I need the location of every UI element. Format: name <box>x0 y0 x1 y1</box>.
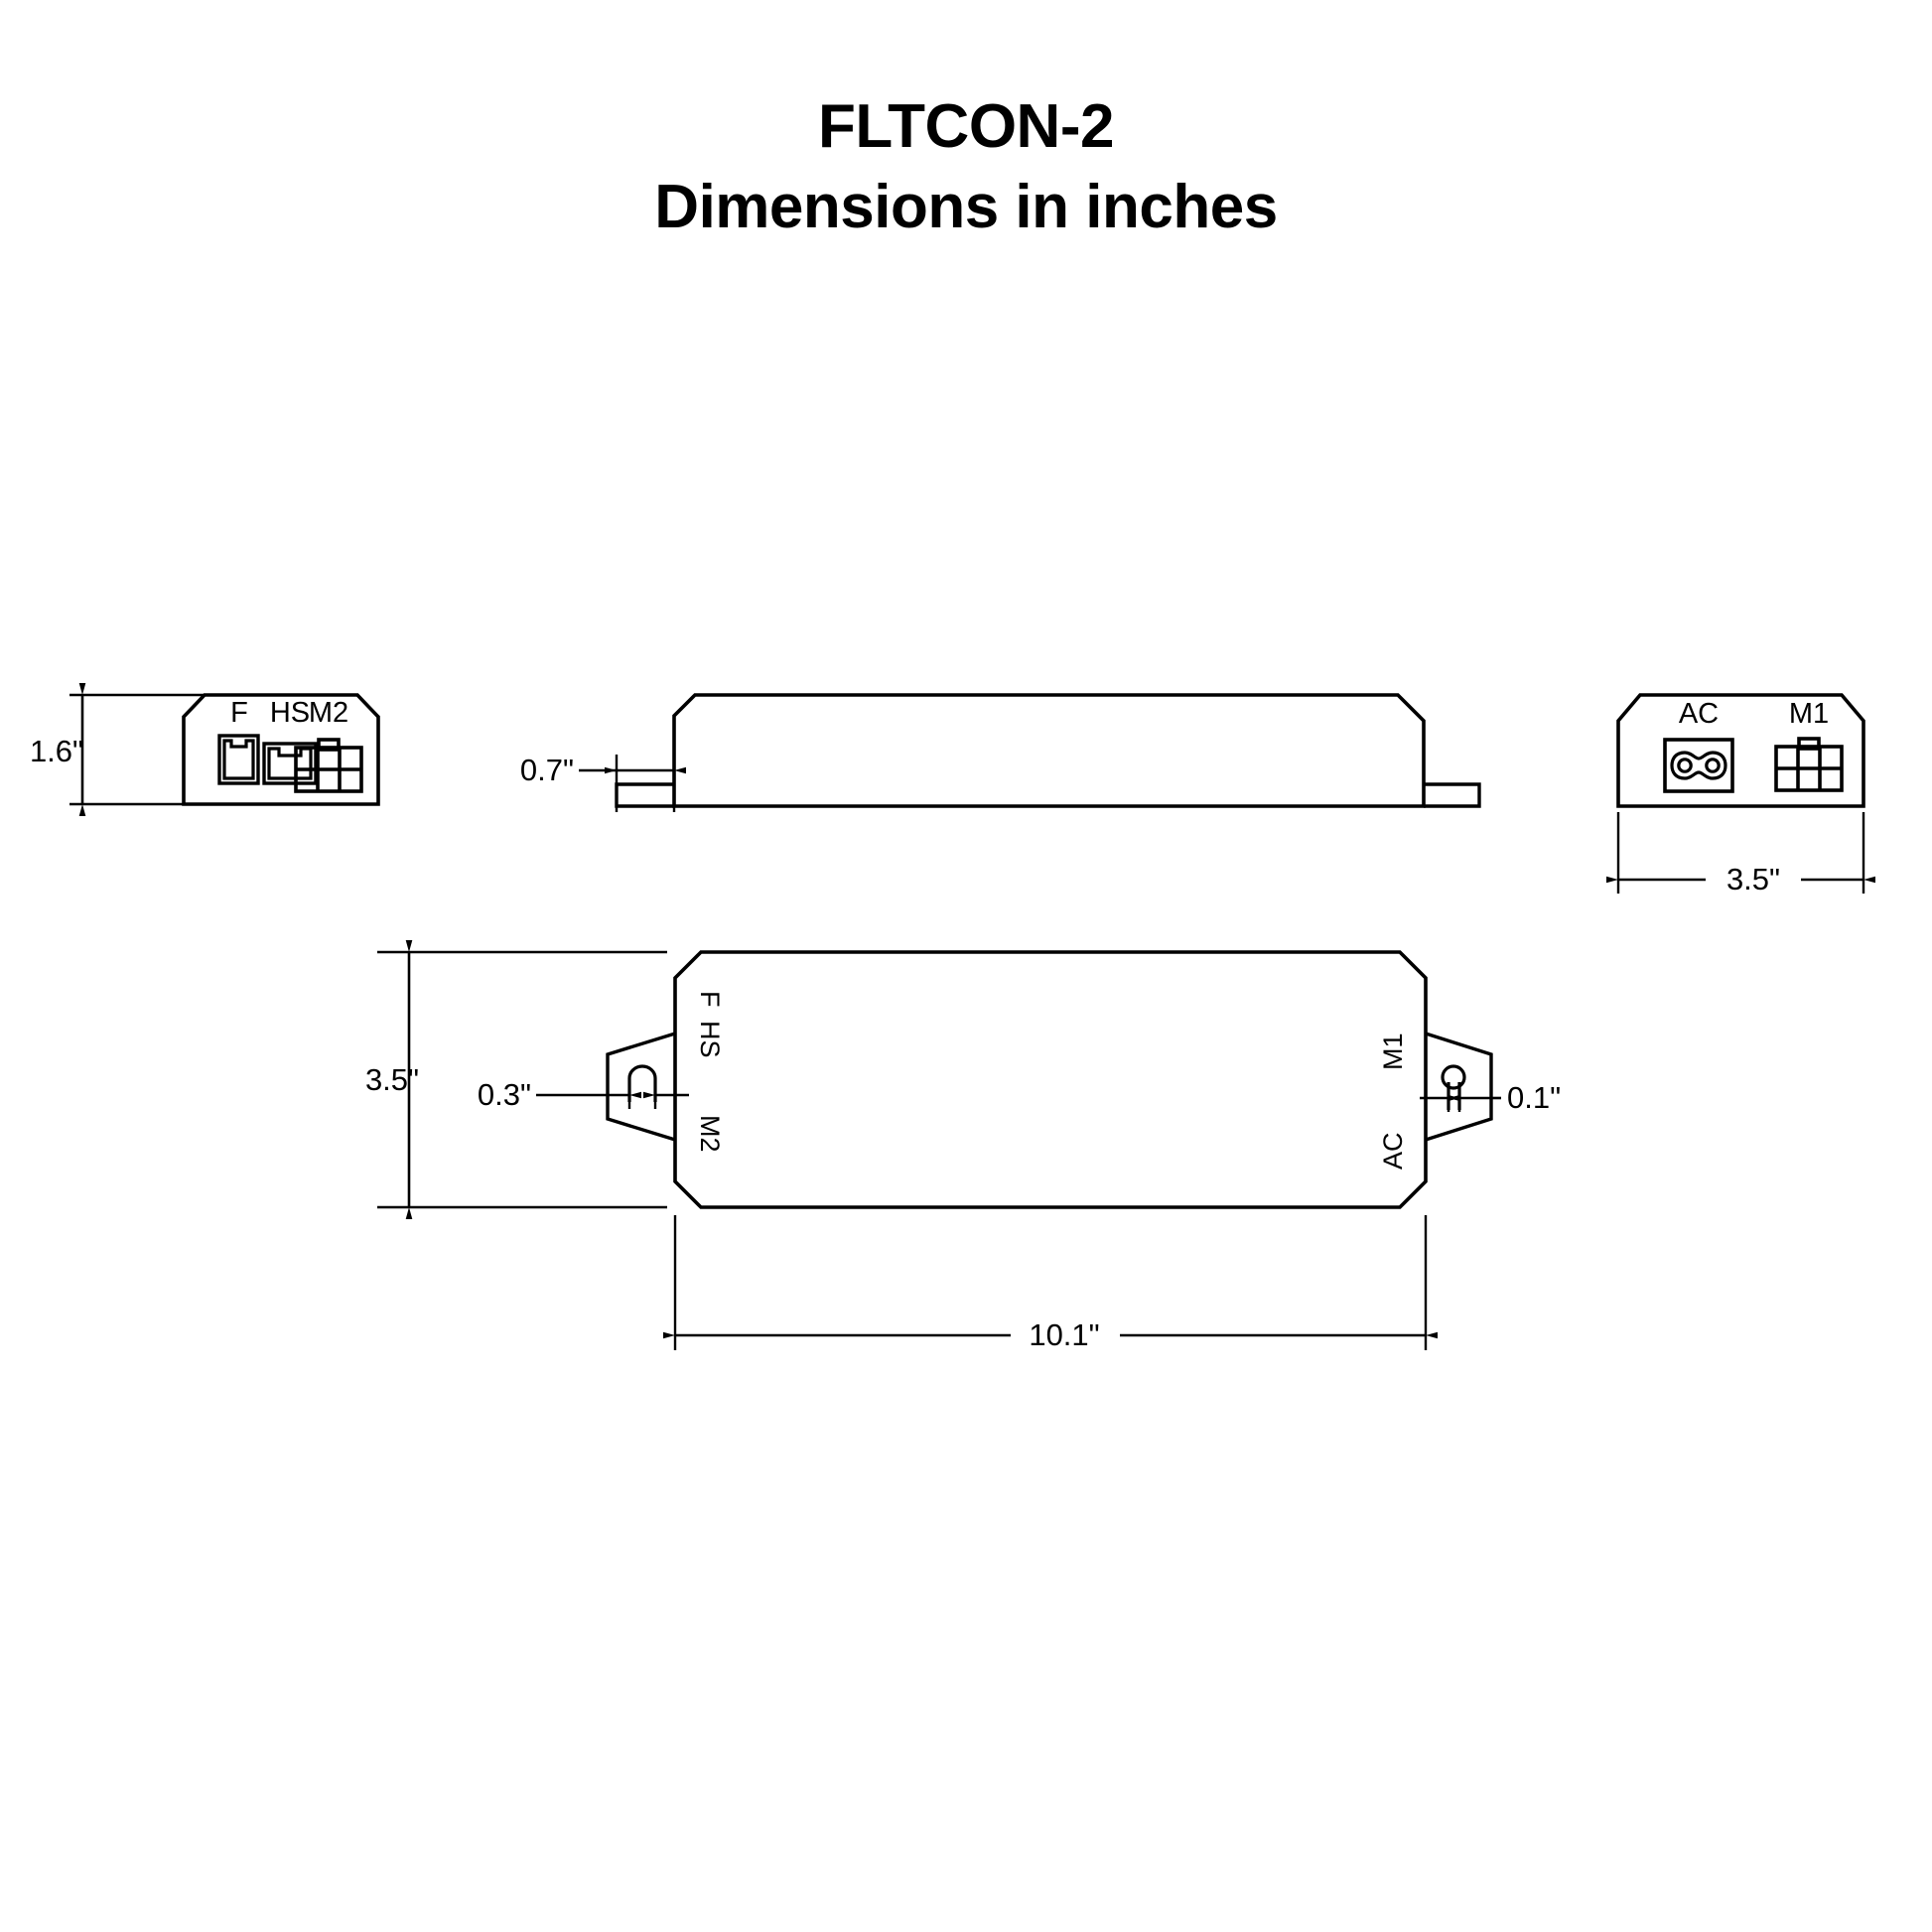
plan-label-ac: AC <box>1378 1132 1408 1170</box>
port-f-jack-icon <box>217 734 260 785</box>
side-right-flange-tab <box>1424 782 1481 808</box>
view-side-profile: 0.7" <box>520 693 1481 812</box>
side-left-flange-tab <box>615 782 674 808</box>
port-m1-connector-icon <box>1774 737 1844 792</box>
dimension-label-3-5-plan: 3.5" <box>365 1062 419 1097</box>
dimension-label-0-3: 0.3" <box>478 1077 531 1112</box>
plan-left-flange <box>606 1032 676 1142</box>
port-ac-socket-icon <box>1663 738 1734 793</box>
left-end-label-m2: M2 <box>309 697 348 729</box>
dimension-label-0-1: 0.1" <box>1507 1080 1561 1115</box>
right-end-label-ac: AC <box>1679 698 1719 730</box>
dimension-height-1-6: 1.6" <box>30 683 228 816</box>
dimension-slot-0-3: 0.3" <box>478 1077 689 1112</box>
left-end-label-hs: HS <box>270 697 310 729</box>
plan-right-keyhole <box>1441 1064 1466 1110</box>
dimension-length-10-1: 10.1" <box>663 1215 1438 1352</box>
dimension-flange-0-7: 0.7" <box>520 753 686 812</box>
dimension-label-3-5-end: 3.5" <box>1726 862 1780 897</box>
dimension-label-10-1: 10.1" <box>1029 1317 1099 1352</box>
plan-label-hs: HS <box>695 1021 725 1058</box>
plan-left-slot <box>627 1064 657 1102</box>
port-hs-jack-icon <box>262 742 318 785</box>
page-title: FLTCON-2 <box>818 92 1114 161</box>
right-end-body-outline <box>1616 693 1865 808</box>
left-end-body-outline <box>182 693 380 806</box>
plan-label-m2: M2 <box>695 1115 725 1153</box>
plan-label-m1: M1 <box>1378 1033 1408 1070</box>
dimension-width-3-5-plan: 3.5" <box>365 940 667 1219</box>
view-plan-top: 0.3" 0.1" F HS M2 <box>365 940 1561 1352</box>
dimension-label-1-6: 1.6" <box>30 734 83 768</box>
title-block: FLTCON-2 Dimensions in inches <box>0 89 1932 250</box>
dimension-width-3-5-end: 3.5" <box>1606 812 1875 897</box>
page-subtitle: Dimensions in inches <box>654 173 1278 241</box>
plan-right-flange <box>1425 1032 1493 1142</box>
view-right-end: AC M1 3.5" <box>1606 693 1875 897</box>
plan-body-outline <box>673 950 1428 1209</box>
dimension-label-0-7: 0.7" <box>520 753 574 787</box>
dimension-slot-0-1: 0.1" <box>1420 1080 1561 1115</box>
side-body-outline <box>672 693 1426 808</box>
view-left-end: F HS M2 1.6" <box>30 683 380 816</box>
left-end-label-f: F <box>230 697 248 729</box>
plan-label-f: F <box>695 991 725 1008</box>
right-end-label-m1: M1 <box>1789 698 1829 730</box>
